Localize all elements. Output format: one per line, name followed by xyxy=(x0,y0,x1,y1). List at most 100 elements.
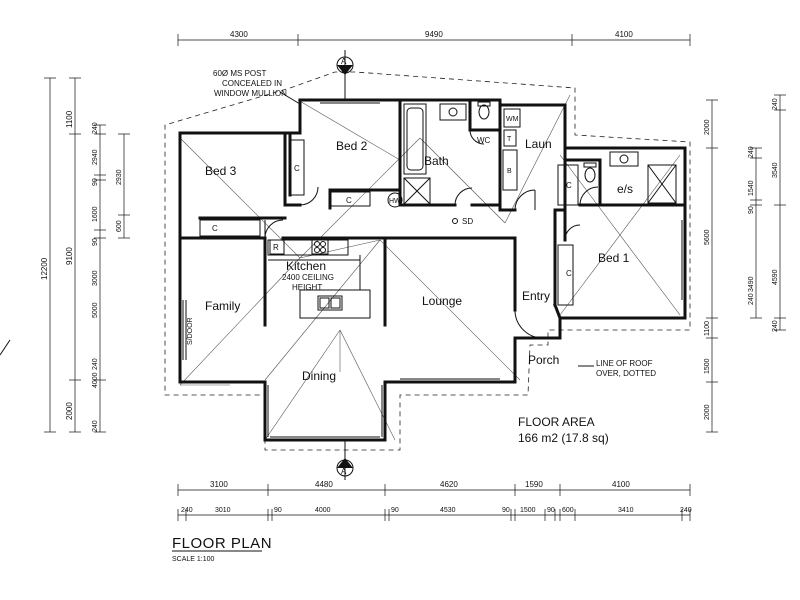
ensuite-shower xyxy=(647,164,677,204)
svg-text:1100: 1100 xyxy=(65,110,74,128)
svg-text:2000: 2000 xyxy=(65,402,74,420)
room-porch: Porch xyxy=(528,353,559,367)
svg-text:4590: 4590 xyxy=(772,269,779,285)
windows xyxy=(182,102,683,438)
room-bed1: Bed 1 xyxy=(598,251,630,265)
floor-area-value: 166 m2 (17.8 sq) xyxy=(518,431,609,445)
fridge-label: R xyxy=(273,243,279,252)
svg-text:90: 90 xyxy=(748,206,755,214)
svg-text:5000: 5000 xyxy=(92,302,99,318)
post-note-3: WINDOW MULLION xyxy=(214,89,287,98)
cupboard-label: C xyxy=(346,196,352,205)
svg-text:4000: 4000 xyxy=(92,372,99,388)
sink xyxy=(317,295,343,311)
toilet-main xyxy=(478,104,490,120)
svg-text:90: 90 xyxy=(92,238,99,246)
svg-text:240: 240 xyxy=(680,507,692,514)
room-bath: Bath xyxy=(424,154,449,168)
bench-label: B xyxy=(507,168,512,175)
plan-scale: SCALE 1:100 xyxy=(172,556,215,563)
room-laun: Laun xyxy=(525,137,552,151)
hot-water-unit xyxy=(387,192,403,208)
room-ensuite: e/s xyxy=(617,182,633,196)
washing-machine-label: WM xyxy=(506,116,519,123)
dim-top-3: 4100 xyxy=(615,30,633,39)
svg-text:1100: 1100 xyxy=(704,321,711,336)
roof-note-2: OVER, DOTTED xyxy=(596,369,656,378)
notes: 60Ø MS POST CONCEALED IN WINDOW MULLION … xyxy=(213,69,656,378)
svg-text:90: 90 xyxy=(547,507,555,514)
wardrobe-bed3 xyxy=(199,219,261,237)
vanity xyxy=(439,103,467,121)
svg-text:4480: 4480 xyxy=(315,480,333,489)
svg-text:12200: 12200 xyxy=(40,257,49,280)
svg-text:240: 240 xyxy=(181,507,193,514)
svg-text:240: 240 xyxy=(748,146,755,158)
post-note-2: CONCEALED IN xyxy=(222,79,282,88)
svg-text:240: 240 xyxy=(772,320,779,332)
svg-text:3100: 3100 xyxy=(210,480,228,489)
roof-note-1: LINE OF ROOF xyxy=(596,359,653,368)
room-lounge: Lounge xyxy=(422,294,462,308)
dim-top-1: 4300 xyxy=(230,30,248,39)
section-marker-bottom: A xyxy=(336,440,354,480)
svg-text:2000: 2000 xyxy=(704,119,711,135)
svg-text:2930: 2930 xyxy=(116,169,123,185)
svg-text:9100: 9100 xyxy=(65,247,74,265)
roof-line xyxy=(164,71,691,451)
svg-text:90: 90 xyxy=(391,507,399,514)
shower xyxy=(403,177,431,205)
svg-text:4530: 4530 xyxy=(440,507,456,514)
svg-text:3000: 3000 xyxy=(92,270,99,286)
room-labels: Bed 2 Bed 3 Bath WC Laun e/s Bed 1 Kitch… xyxy=(205,136,633,383)
fixture-labels: C C C C C HW SD R WM T B S/DOOR xyxy=(187,116,572,345)
svg-text:4620: 4620 xyxy=(440,480,458,489)
svg-text:3410: 3410 xyxy=(618,507,634,514)
svg-text:240: 240 xyxy=(748,293,755,305)
svg-text:1500: 1500 xyxy=(520,507,536,514)
room-bed2: Bed 2 xyxy=(336,139,368,153)
edge-fragment xyxy=(0,339,11,356)
hot-water-label: HW xyxy=(389,198,401,205)
room-wc: WC xyxy=(477,136,491,145)
bottom-dimension-lines: 3100 4480 4620 1590 4100 240 3010 90 400… xyxy=(177,480,692,521)
svg-text:90: 90 xyxy=(274,507,282,514)
svg-text:240: 240 xyxy=(92,420,99,432)
post-note-1: 60Ø MS POST xyxy=(213,69,266,78)
svg-text:1600: 1600 xyxy=(92,206,99,222)
floor-area-label: FLOOR AREA xyxy=(518,415,595,429)
svg-text:240: 240 xyxy=(92,122,99,134)
wardrobe-bed1 xyxy=(557,244,574,306)
toilet-ensuite xyxy=(584,167,596,183)
kitchen-island xyxy=(299,289,371,319)
linen-cupboard xyxy=(329,191,371,207)
svg-text:600: 600 xyxy=(562,507,574,514)
svg-text:3540: 3540 xyxy=(772,162,779,178)
ensuite-vanity xyxy=(609,151,639,167)
kitchen-bench xyxy=(267,239,349,256)
cupboard-label: C xyxy=(212,224,218,233)
washing-machine xyxy=(503,108,521,128)
room-entry: Entry xyxy=(522,289,550,303)
room-dining: Dining xyxy=(302,369,336,383)
ceiling-note-2: HEIGHT xyxy=(292,283,322,292)
wardrobe-bed2 xyxy=(289,139,305,196)
room-family: Family xyxy=(205,299,240,313)
smoke-detector-label: SD xyxy=(462,217,473,226)
ensuite-cupboard xyxy=(557,164,579,206)
svg-text:3490: 3490 xyxy=(748,276,755,292)
section-marker-top: A xyxy=(336,50,354,100)
room-kitchen: Kitchen xyxy=(286,259,326,273)
svg-text:2940: 2940 xyxy=(92,149,99,165)
svg-text:5600: 5600 xyxy=(704,229,711,245)
svg-text:3010: 3010 xyxy=(215,507,231,514)
svg-text:90: 90 xyxy=(92,178,99,186)
cupboard-label: C xyxy=(566,181,572,190)
cupboard-label: C xyxy=(294,164,300,173)
smoke-detector-icon xyxy=(452,218,458,224)
svg-text:90: 90 xyxy=(502,507,510,514)
right-dimension-lines: 240 3540 3490 4590 240 2000 5600 1100 15… xyxy=(704,94,786,433)
fridge xyxy=(269,239,285,255)
top-dimension-line: 4300 9490 4100 xyxy=(177,30,691,46)
